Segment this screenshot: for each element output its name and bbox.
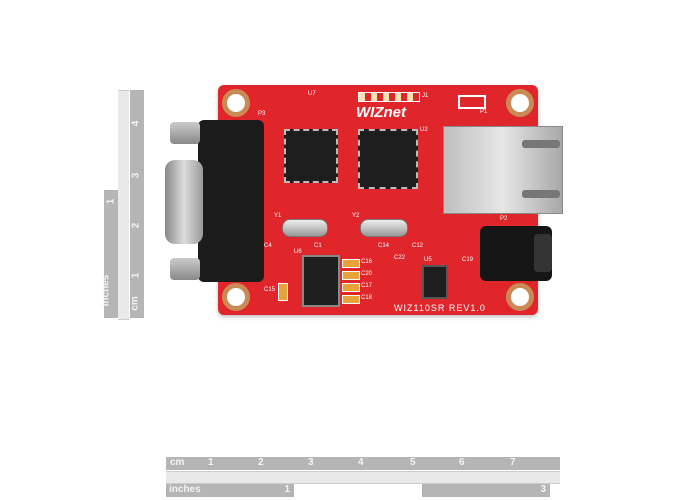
cm-tick-5: 5: [410, 457, 416, 468]
label-c1: C1: [314, 243, 322, 249]
inch-tick-1: 1: [284, 484, 290, 495]
mount-hole: [222, 283, 250, 311]
left-inch-ruler: 1 inches: [100, 190, 118, 318]
label-c14: C14: [378, 243, 390, 249]
inch-tick-1: 1: [105, 198, 117, 205]
bottom-inch-ruler-left: inches 1: [166, 484, 294, 497]
mount-hole: [222, 89, 250, 117]
header-pins: [358, 92, 420, 102]
label-p1: P1: [480, 109, 488, 115]
regulator-u5: [422, 265, 448, 299]
cm-tick-2: 2: [130, 222, 142, 229]
cm-tick-6: 6: [459, 457, 465, 468]
label-p3: P3: [258, 111, 266, 117]
cm-tick-4: 4: [358, 457, 364, 468]
label-u7: U7: [308, 91, 316, 97]
ethernet-led: [522, 140, 560, 148]
db9-shell: [165, 160, 203, 244]
label-y2: Y2: [352, 213, 360, 219]
inch-label: inches: [100, 274, 112, 307]
left-cm-ruler: 4 3 2 1 cm: [130, 90, 144, 318]
mount-hole: [506, 283, 534, 311]
cm-tick-2: 2: [258, 457, 264, 468]
w5100-chip: [358, 129, 418, 189]
capacitor-c15: [278, 283, 288, 301]
label-c12: C12: [412, 243, 424, 249]
crystal-y1: [282, 219, 328, 237]
label-c22: C22: [394, 255, 406, 261]
u6-chip: [302, 255, 340, 307]
cm-tick-1: 1: [130, 272, 142, 279]
dc-power-jack-hole: [534, 234, 552, 272]
label-c16: C16: [361, 259, 373, 265]
wiznet-logo: WIZnet: [356, 104, 406, 121]
cm-label: cm: [129, 296, 141, 311]
reset-button: [458, 95, 486, 109]
label-c19: C19: [462, 257, 474, 263]
capacitor-c17: [342, 283, 360, 292]
label-c20: C20: [361, 271, 373, 277]
cm-tick-4: 4: [130, 120, 142, 127]
model-text: WIZ110SR REV1.0: [394, 303, 486, 313]
label-c15: C15: [264, 287, 276, 293]
inch-tick-3: 3: [540, 484, 546, 495]
db9-screw: [170, 122, 200, 144]
left-ruler-scale: [118, 90, 129, 320]
db9-connector: [198, 120, 264, 282]
bottom-ruler-scale: [166, 471, 560, 484]
mount-hole: [506, 89, 534, 117]
uart-chip: [284, 129, 338, 183]
label-c18: C18: [361, 295, 373, 301]
inch-label: inches: [169, 484, 201, 495]
label-c17: C17: [361, 283, 373, 289]
capacitor-c20: [342, 271, 360, 280]
label-u2: U2: [420, 127, 428, 133]
label-u5: U5: [424, 257, 432, 263]
cm-tick-1: 1: [208, 457, 214, 468]
cm-tick-3: 3: [308, 457, 314, 468]
bottom-inch-ruler-right: 3: [422, 484, 550, 497]
label-u6: U6: [294, 249, 302, 255]
ethernet-led: [522, 190, 560, 198]
label-c4: C4: [264, 243, 272, 249]
cm-tick-3: 3: [130, 172, 142, 179]
db9-screw: [170, 258, 200, 280]
bottom-cm-ruler: cm 1 2 3 4 5 6 7: [166, 457, 560, 470]
capacitor-c16: [342, 259, 360, 268]
crystal-y2: [360, 219, 408, 237]
capacitor-c18: [342, 295, 360, 304]
cm-label: cm: [170, 457, 185, 468]
label-y1: Y1: [274, 213, 282, 219]
cm-tick-7: 7: [510, 457, 516, 468]
label-j1: J1: [422, 93, 429, 99]
label-p2: P2: [500, 216, 508, 222]
